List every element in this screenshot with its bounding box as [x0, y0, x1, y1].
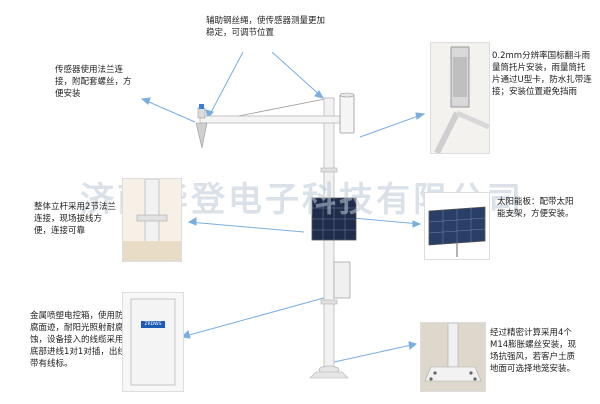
rain-gauge-photo [430, 42, 490, 154]
caption-control-box: 金属喷塑电控箱，使用防腐面迹，耐阳光照射耐腐蚀，设备接入的线缆采用底部进线1对1… [30, 311, 126, 369]
base-photo [420, 322, 486, 392]
solar-panel-photo [424, 192, 490, 260]
caption-base: 经过精密计算采用4个M14膨胀螺丝安装，现场抗强风，若客户土质地面可选择地笼安装… [490, 328, 577, 374]
caption-flange: 传感器使用法兰连接，附配套螺丝，方便安装 [55, 65, 132, 99]
control-box-photo: ZRDWS [122, 292, 184, 392]
control-box-label: ZRDWS [144, 322, 162, 327]
caption-pole: 整体立杆采用2节法兰连接，现场拔线方便，连接可靠 [34, 202, 116, 236]
caption-rain-gauge: 0.2mm分辨率国标翻斗雨量筒托片安装，雨量筒托片通过U型卡，防水扎带连接；安装… [492, 51, 592, 97]
pole-flange-photo [122, 178, 182, 262]
caption-guy-wire: 辅助钢丝绳，使传感器测量更加稳定，可调节位置 [206, 16, 326, 38]
caption-solar: 太阳能板：配带太阳能支架，方便安装。 [497, 197, 574, 219]
